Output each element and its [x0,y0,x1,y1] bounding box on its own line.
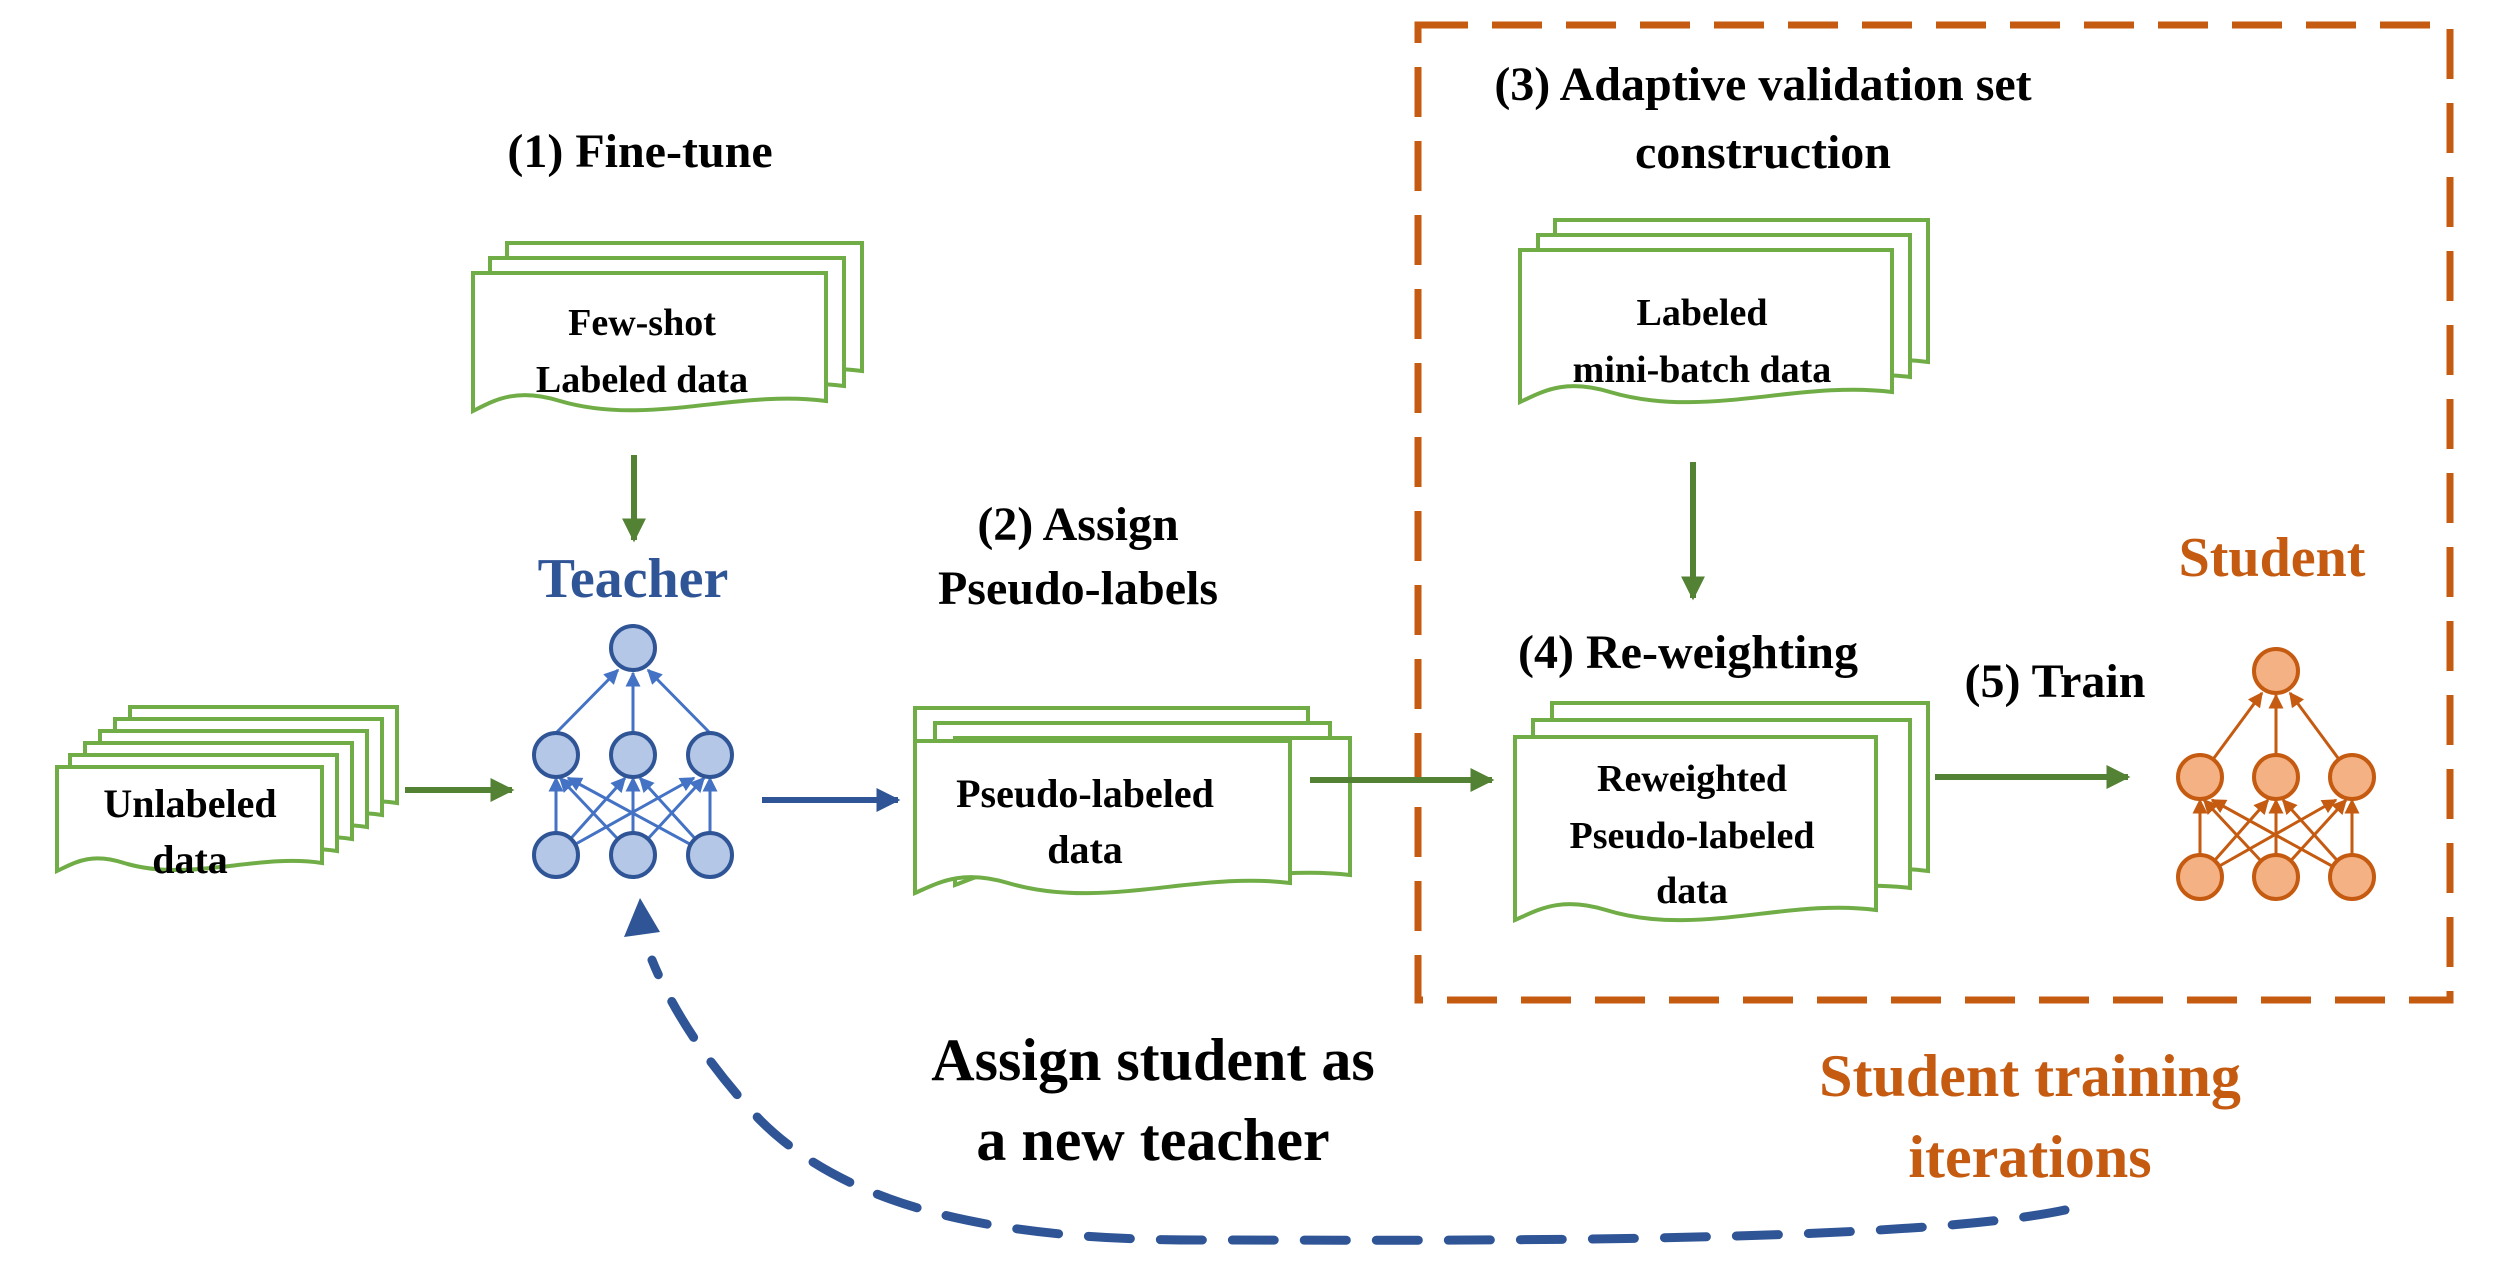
feedback-label-line1: Assign student as [931,1027,1374,1093]
few-shot-label-line2: Labeled data [536,359,748,401]
step2-assign-line2: Pseudo-labels [938,562,1218,615]
reweighted-line2: Pseudo-labeled [1570,815,1815,857]
pseudo-label-line1: Pseudo-labeled [956,771,1214,816]
loop-label-line2: iterations [1908,1124,2151,1190]
step5-train-label: (5) Train [1965,655,2146,708]
step4-reweighting-label: (4) Re-weighting [1518,626,1858,679]
student-training-loop-box [1414,21,2454,1004]
loop-label-line1: Student training [1819,1043,2241,1109]
labeled-mini-batch-doc: Labeled mini-batch data [1518,218,1930,406]
pseudo-label-line2: data [1047,827,1123,872]
few-shot-label-line1: Few-shot [568,302,716,344]
feedback-arrowhead [624,898,660,937]
reweighted-pseudo-labeled-doc: Reweighted Pseudo-labeled data [1513,701,1930,924]
unlabeled-label-line1: Unlabeled [103,781,276,826]
unlabeled-data-doc: Unlabeled data [55,705,399,882]
unlabeled-label-line2: data [152,837,228,882]
labeled-mini-batch-line1: Labeled [1637,292,1768,334]
student-label: Student [2179,527,2366,589]
step2-assign-line1: (2) Assign [977,498,1178,551]
teacher-label: Teacher [538,548,729,610]
feedback-dashed-curve [647,955,2070,1245]
step3-adaptive-line1: (3) Adaptive validation set [1494,58,2031,111]
labeled-mini-batch-line2: mini-batch data [1573,349,1832,391]
reweighted-line3: data [1656,870,1728,912]
reweighted-line1: Reweighted [1597,758,1787,800]
feedback-label-line2: a new teacher [976,1107,1329,1173]
teacher-network [532,624,734,879]
few-shot-labeled-data-doc: Few-shot Labeled data [471,241,864,415]
student-network [2176,647,2376,901]
step3-adaptive-line2: construction [1635,126,1891,179]
pseudo-labeled-data-doc: Pseudo-labeled data [913,706,1352,897]
step1-fine-tune-label: (1) Fine-tune [507,125,772,178]
